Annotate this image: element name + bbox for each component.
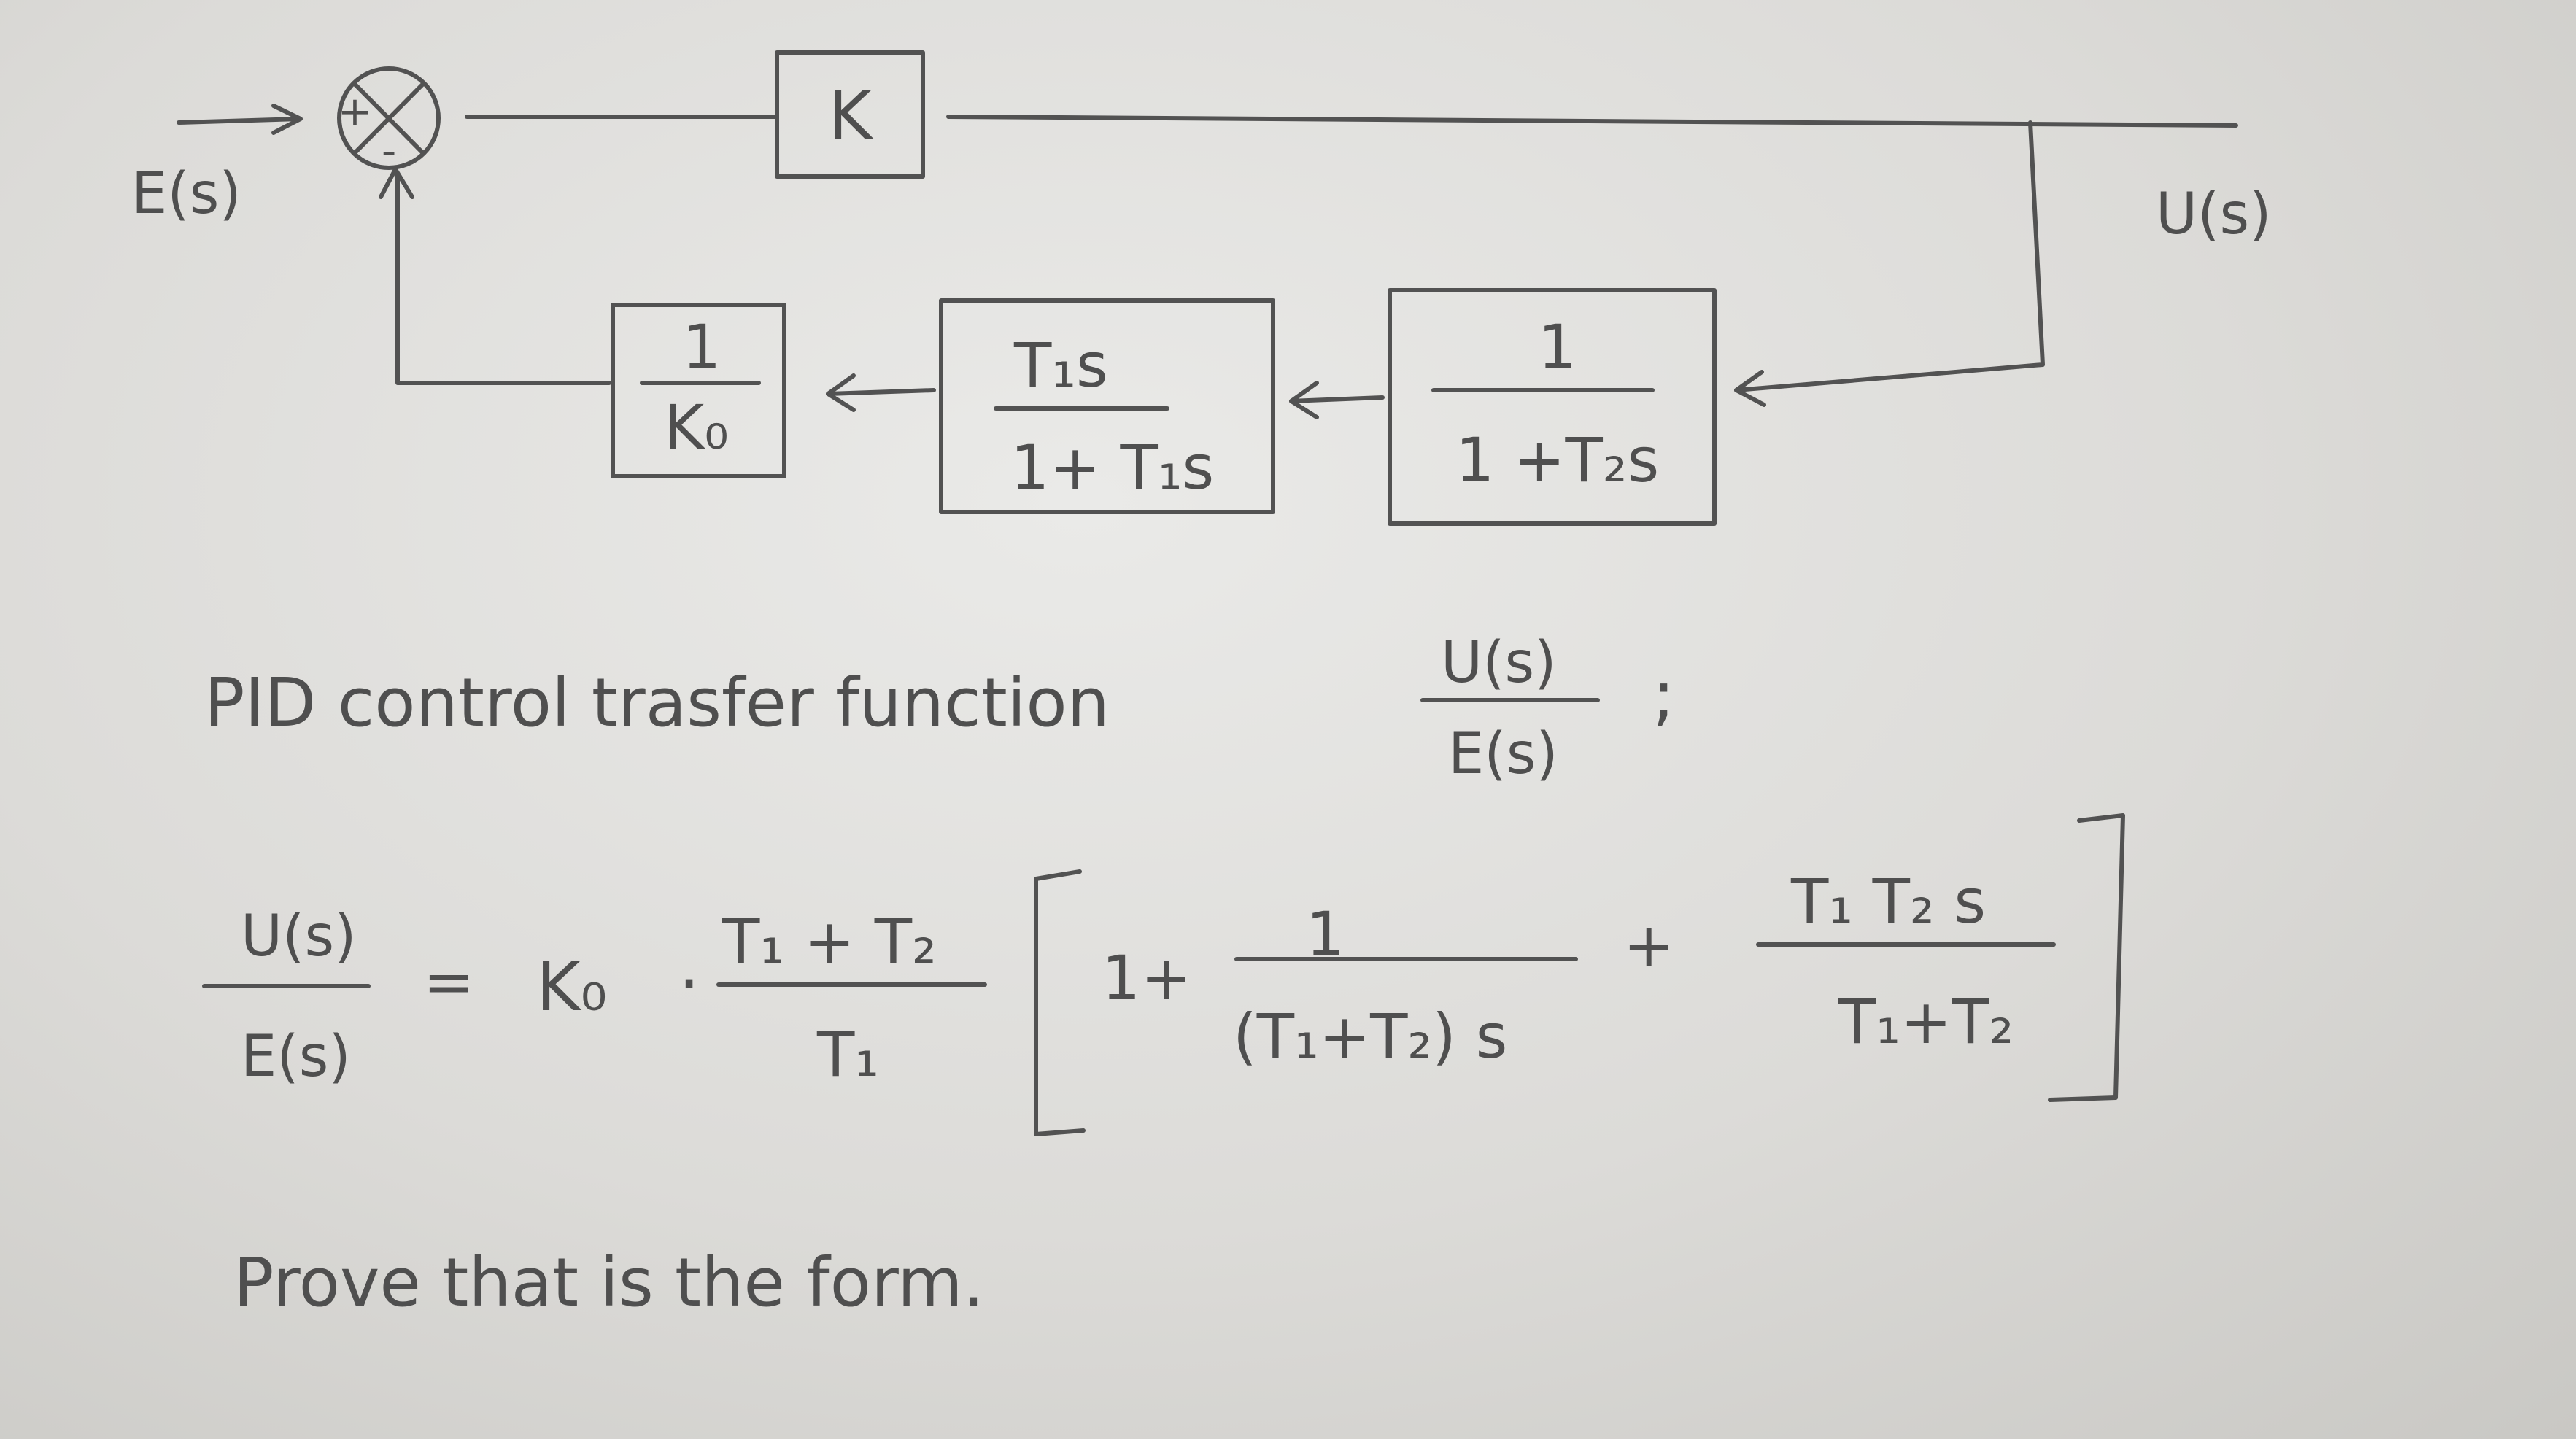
- sum-minus-sign: -: [382, 128, 396, 175]
- open-bracket: [1034, 869, 1086, 1136]
- question-text: PID control trasfer function: [204, 664, 1110, 742]
- inverse-gain-denominator: K₀: [664, 392, 729, 463]
- output-label: U(s): [2156, 182, 2272, 247]
- inverse-gain-numerator: 1: [682, 311, 721, 383]
- derivative-block-denominator: 1+ T₁s: [1010, 432, 1214, 503]
- lag-block-numerator: 1: [1538, 311, 1577, 383]
- question-fraction-denominator: E(s): [1448, 721, 1558, 787]
- term-three-denominator: T₁+T₂: [1838, 986, 2014, 1058]
- arrowhead-derivative-to-gain: [826, 373, 856, 412]
- coef-denominator: T₁: [816, 1019, 879, 1090]
- lhs-denominator: E(s): [241, 1024, 351, 1090]
- summing-junction: [337, 66, 441, 170]
- input-label: E(s): [131, 161, 241, 227]
- sum-plus-sign: +: [338, 88, 372, 136]
- lag-block: [1388, 288, 1717, 526]
- plus-sign: +: [1623, 909, 1674, 981]
- inverse-gain-block: [611, 303, 786, 478]
- term-two-denominator: (T₁+T₂) s: [1233, 1001, 1507, 1072]
- instruction-text: Prove that is the form.: [233, 1244, 984, 1322]
- term-three-numerator: T₁ T₂ s: [1790, 866, 1986, 937]
- term-one: 1+: [1102, 942, 1192, 1014]
- arrowhead-lag-to-derivative: [1289, 381, 1319, 419]
- input-arrow: [177, 104, 303, 135]
- lhs-numerator: U(s): [241, 904, 357, 969]
- arrow-lag-to-derivative: [1289, 395, 1385, 403]
- k-block-label: K: [828, 77, 874, 155]
- derivative-block-numerator: T₁s: [1013, 330, 1108, 401]
- coef-numerator: T₁ + T₂: [722, 906, 937, 977]
- feedback-line-right: [1734, 120, 2045, 392]
- feedback-line-left: [395, 171, 611, 385]
- k-block: [775, 50, 925, 179]
- arrow-derivative-to-gain: [826, 388, 936, 396]
- feedback-arrowhead-left: [379, 167, 414, 199]
- close-bracket: [2048, 813, 2125, 1102]
- question-semicolon: ;: [1652, 656, 1675, 734]
- lag-block-denominator: 1 +T₂s: [1455, 424, 1659, 496]
- equals-sign: =: [423, 946, 474, 1017]
- output-line: [946, 115, 2238, 128]
- derivative-block: [939, 298, 1275, 514]
- feedback-arrowhead-right: [1734, 370, 1766, 407]
- question-fraction-numerator: U(s): [1441, 630, 1557, 696]
- gain-symbol: K₀: [536, 948, 607, 1026]
- multiply-dot: ·: [678, 945, 700, 1023]
